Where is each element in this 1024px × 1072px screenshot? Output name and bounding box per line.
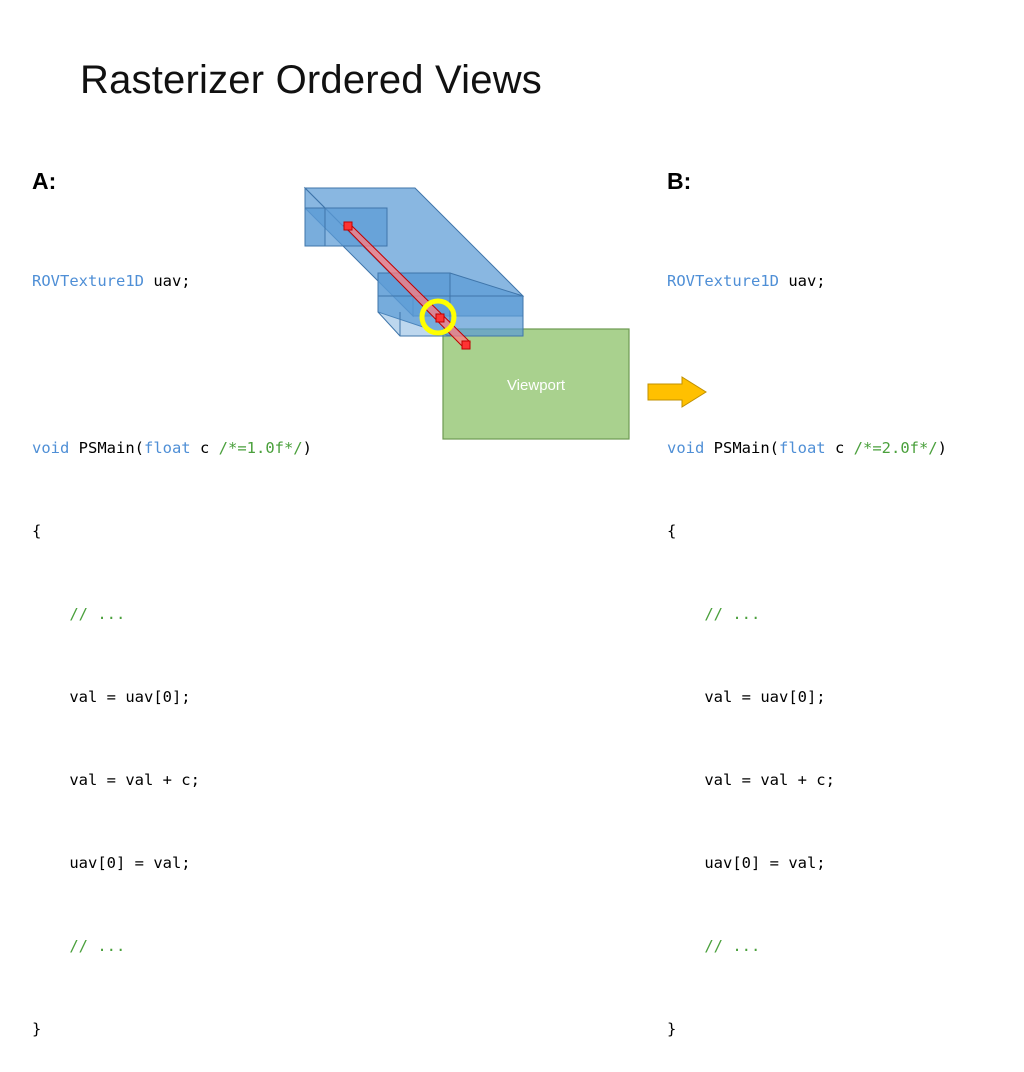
type-keyword: ROVTexture1D bbox=[32, 272, 144, 291]
void-keyword: void bbox=[667, 438, 705, 457]
paren-close: ) bbox=[937, 438, 947, 457]
float-keyword: float bbox=[143, 438, 191, 457]
ray-start-pixel bbox=[343, 221, 353, 231]
code-line-close-brace: } bbox=[32, 1020, 42, 1039]
code-line-open-brace: { bbox=[667, 521, 677, 540]
right-arrow-icon bbox=[647, 376, 707, 408]
code-line-decl: ROVTexture1D uav; bbox=[667, 268, 947, 296]
write-statement: uav[0] = val; bbox=[704, 854, 826, 873]
function-name: PSMain( bbox=[69, 438, 144, 457]
upper-box-end-shade bbox=[304, 207, 326, 247]
code-line-add: val = val + c; bbox=[667, 767, 947, 795]
add-statement: val = val + c; bbox=[704, 770, 835, 789]
code-comment: // ... bbox=[704, 937, 761, 956]
float-keyword: float bbox=[778, 438, 826, 457]
code-line-add: val = val + c; bbox=[32, 767, 312, 795]
function-name: PSMain( bbox=[704, 438, 779, 457]
pixel-ray bbox=[342, 221, 471, 350]
paren-close: ) bbox=[302, 438, 312, 457]
code-comment: // ... bbox=[704, 604, 761, 623]
overlap-highlight-ring bbox=[419, 298, 457, 336]
code-line-comment1: // ... bbox=[667, 601, 947, 629]
decl-rest: uav; bbox=[778, 272, 826, 291]
viewport-rect bbox=[442, 328, 630, 440]
code-line-comment2: // ... bbox=[32, 933, 312, 961]
read-statement: val = uav[0]; bbox=[704, 687, 826, 706]
decl-rest: uav; bbox=[143, 272, 191, 291]
param-name: c bbox=[190, 438, 219, 457]
write-statement: uav[0] = val; bbox=[69, 854, 191, 873]
param-comment: /*=2.0f*/ bbox=[853, 438, 938, 457]
panel-a-label: A: bbox=[32, 168, 57, 194]
code-line-read: val = uav[0]; bbox=[667, 684, 947, 712]
code-line-signature: void PSMain(float c /*=1.0f*/) bbox=[32, 435, 312, 463]
code-line-close-brace: } bbox=[667, 1020, 677, 1039]
panel-b-label: B: bbox=[667, 168, 692, 194]
code-line-write: uav[0] = val; bbox=[32, 850, 312, 878]
code-line-decl: ROVTexture1D uav; bbox=[32, 268, 312, 296]
code-comment: // ... bbox=[69, 604, 126, 623]
ray-overlap-pixel bbox=[435, 313, 445, 323]
add-statement: val = val + c; bbox=[69, 770, 200, 789]
code-line-signature: void PSMain(float c /*=2.0f*/) bbox=[667, 435, 947, 463]
void-keyword: void bbox=[32, 438, 70, 457]
type-keyword: ROVTexture1D bbox=[667, 272, 779, 291]
rasterization-diagram: Viewport bbox=[303, 186, 707, 440]
viewport-label: Viewport bbox=[507, 377, 566, 394]
code-line-read: val = uav[0]; bbox=[32, 684, 312, 712]
code-line-open-brace: { bbox=[32, 521, 42, 540]
code-line-comment2: // ... bbox=[667, 933, 947, 961]
param-name: c bbox=[825, 438, 854, 457]
read-statement: val = uav[0]; bbox=[69, 687, 191, 706]
code-line-write: uav[0] = val; bbox=[667, 850, 947, 878]
ray-end-pixel bbox=[461, 340, 471, 350]
code-line-comment1: // ... bbox=[32, 601, 312, 629]
viewport: Viewport bbox=[442, 328, 630, 440]
slide-title: Rasterizer Ordered Views bbox=[80, 58, 543, 102]
param-comment: /*=1.0f*/ bbox=[218, 438, 303, 457]
code-comment: // ... bbox=[69, 937, 126, 956]
